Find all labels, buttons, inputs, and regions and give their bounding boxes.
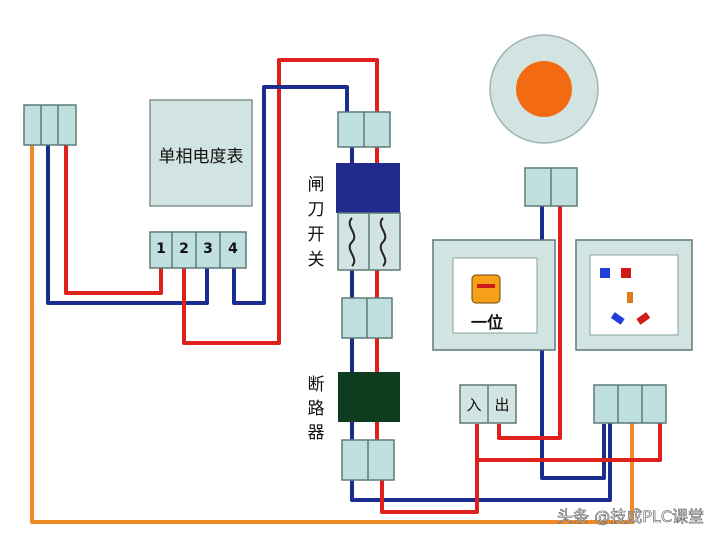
lamp — [489, 34, 599, 144]
meter-terminal-4: 4 — [228, 241, 238, 257]
knife-switch-char-2: 刀 — [308, 200, 325, 220]
live-wire-meter-to-switch — [182, 58, 379, 345]
lamp-terminal-block — [524, 167, 578, 207]
socket-slot-neutral-angled-icon — [610, 312, 625, 325]
wall-socket-panel — [575, 239, 693, 351]
socket-slot-neutral-icon — [600, 268, 610, 278]
socket-terminal-block — [593, 384, 667, 424]
ground-wire — [30, 145, 634, 524]
knife-switch — [336, 163, 401, 271]
breaker-char-1: 断 — [308, 375, 325, 395]
input-terminal-block — [23, 104, 77, 146]
knife-switch-label: 闸 刀 开 关 — [308, 175, 325, 270]
switch-out-label: 出 — [494, 396, 509, 414]
knife-switch-top-terminal — [337, 111, 391, 148]
meter-terminal-block: 1 2 3 4 — [149, 231, 247, 269]
switch-rocker-icon — [471, 274, 501, 304]
middle-terminal-block — [341, 297, 393, 339]
knife-switch-char-4: 关 — [308, 250, 325, 270]
breaker-char-2: 路 — [308, 399, 325, 419]
switch-terminal-block: 入 出 — [459, 384, 517, 424]
lamp-bulb-icon — [516, 61, 572, 117]
switch-in-label: 入 — [466, 396, 481, 414]
socket-slot-live-icon — [621, 268, 631, 278]
lower-terminal-block — [341, 439, 395, 481]
knife-switch-char-1: 闸 — [308, 175, 325, 195]
socket-slot-ground-icon — [627, 292, 633, 303]
circuit-breaker — [338, 372, 400, 422]
breaker-char-3: 器 — [308, 423, 325, 443]
knife-switch-char-3: 开 — [308, 225, 325, 245]
meter-terminal-2: 2 — [179, 241, 189, 257]
live-wire-distribution — [380, 415, 662, 514]
breaker-label: 断 路 器 — [308, 375, 325, 443]
socket-slot-live-angled-icon — [636, 312, 651, 325]
neutral-wire-distribution — [350, 415, 612, 502]
meter-terminal-1: 1 — [156, 241, 166, 257]
live-wire-switch-out-to-lamp — [497, 205, 562, 440]
neutral-wire-meter-to-switch — [232, 85, 349, 305]
energy-meter: 单相电度表 — [149, 99, 253, 207]
meter-title: 单相电度表 — [159, 147, 244, 167]
watermark: 头条 @技成PLC课堂 — [557, 507, 704, 526]
meter-terminal-3: 3 — [203, 241, 213, 257]
fuse-icon-left — [348, 217, 356, 267]
neutral-wire-input — [46, 145, 209, 305]
switch-label: 一位 — [471, 313, 503, 332]
wall-switch-panel: 一位 — [432, 239, 556, 351]
live-wire-input — [64, 145, 163, 295]
fuse-icon-right — [379, 217, 387, 267]
